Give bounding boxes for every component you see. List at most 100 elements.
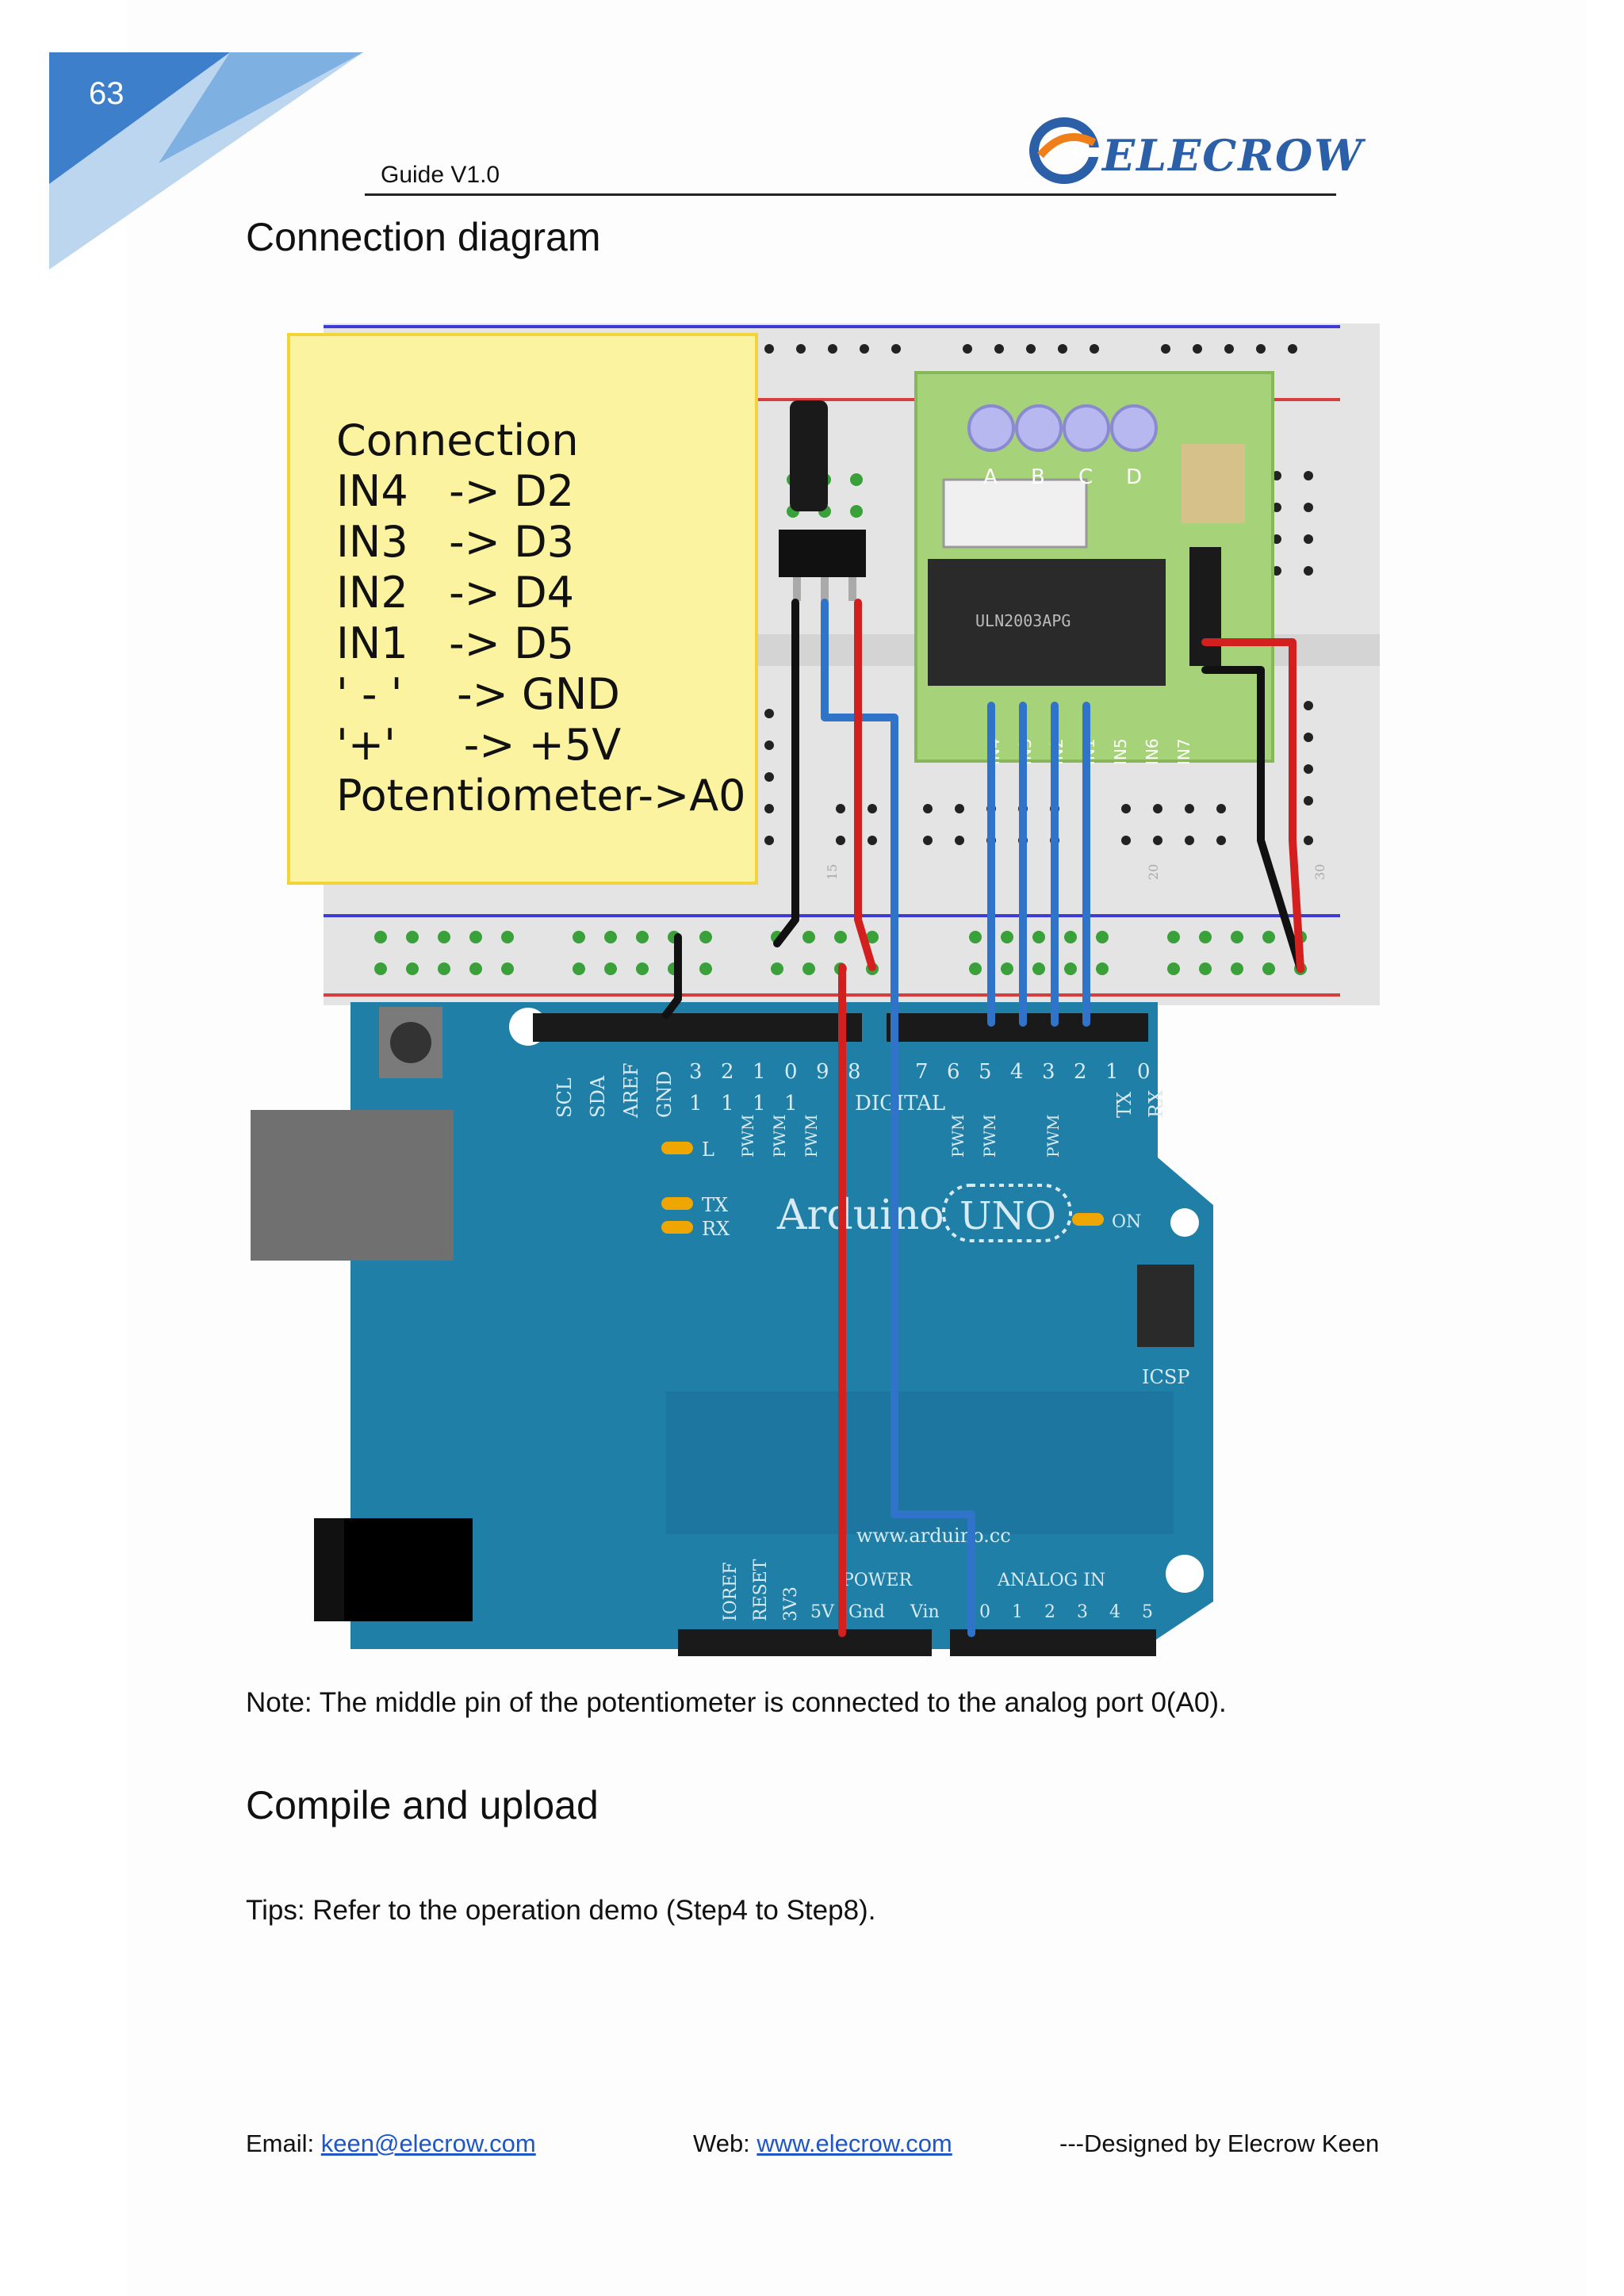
wire-black-board-gnd <box>662 933 682 1019</box>
left-header-label: SDA <box>587 1075 609 1118</box>
tx-pin-label: TX <box>1113 1092 1136 1118</box>
digital-pin-number: 8 <box>848 1060 861 1084</box>
driver-phase-label: C <box>1078 465 1093 489</box>
wire-red-5v <box>854 599 876 971</box>
pwm-label: PWM <box>738 1115 757 1158</box>
tips-text: Tips: Refer to the operation demo (Step4… <box>246 1895 876 1926</box>
digital-pin-tens: 1 <box>721 1092 734 1115</box>
breadboard-number: 20 <box>1146 864 1161 880</box>
note-line-in1: IN1 -> D5 <box>336 618 575 668</box>
note-line-in4: IN4 -> D2 <box>336 466 575 516</box>
digital-pin-number: 6 <box>947 1060 960 1084</box>
digital-pin-number: 1 <box>1105 1060 1119 1084</box>
digital-pin-number: 9 <box>816 1060 829 1084</box>
digital-label: DIGITAL <box>855 1092 945 1115</box>
digital-pin-number: 7 <box>915 1060 929 1084</box>
motor-connector <box>942 478 1088 549</box>
driver-input-label: IN6 <box>1143 738 1162 765</box>
power-header <box>678 1629 932 1656</box>
digital-pin-tens: 1 <box>753 1092 766 1115</box>
breadboard-number: 30 <box>1312 864 1327 880</box>
compile-upload-heading: Compile and upload <box>246 1783 599 1827</box>
reset-button <box>390 1022 431 1063</box>
digital-pin-number: 1 <box>753 1060 766 1084</box>
digital-header-left <box>533 1013 862 1042</box>
pwm-label: PWM <box>948 1115 967 1158</box>
driver-phase-label: A <box>983 465 998 489</box>
board-url: www.arduino.cc <box>856 1525 1011 1547</box>
digital-pin-number: 3 <box>1042 1060 1055 1084</box>
analog-title: ANALOG IN <box>997 1571 1105 1590</box>
note-line-gnd: ' - ' -> GND <box>336 669 620 719</box>
icsp-header <box>1137 1265 1194 1347</box>
power-gnd-label: Gnd <box>848 1602 885 1622</box>
wires <box>662 599 1304 1637</box>
web-link[interactable]: www.elecrow.com <box>756 2130 952 2157</box>
note-line-pot: Potentiometer->A0 <box>336 771 746 821</box>
analog-header <box>950 1629 1156 1656</box>
digital-header-right <box>887 1013 1148 1042</box>
rx-pin-label: RX <box>1145 1090 1167 1118</box>
pwm-label: PWM <box>980 1115 999 1158</box>
email-link[interactable]: keen@elecrow.com <box>320 2130 536 2157</box>
uln2003-chip <box>928 559 1166 686</box>
analog-pin-label: 1 <box>1012 1602 1023 1622</box>
note-line-title: Connection <box>336 415 579 465</box>
left-header-label: SCL <box>553 1077 576 1118</box>
icsp-label: ICSP <box>1142 1366 1189 1388</box>
left-header-label: AREF <box>620 1062 642 1119</box>
analog-pin-label: 2 <box>1044 1602 1055 1622</box>
designed-prefix: ---Designed by <box>1059 2130 1228 2157</box>
designed-name: Elecrow Keen <box>1227 2130 1380 2157</box>
wire-blue-a0 <box>821 599 975 1637</box>
digital-pin-number: 0 <box>1137 1060 1151 1084</box>
footer-email: Email: keen@elecrow.com <box>246 2130 536 2158</box>
analog-pin-label: 3 <box>1077 1602 1088 1622</box>
analog-pin-label: 0 <box>979 1602 990 1622</box>
board-model-outline <box>942 1184 1072 1242</box>
driver-input-label: IN7 <box>1174 738 1193 765</box>
usb-connector <box>251 1110 454 1261</box>
potentiometer-body <box>779 530 866 577</box>
wire-red-driver-5v <box>1201 638 1304 973</box>
digital-pin-number: 2 <box>1074 1060 1087 1084</box>
pwm-label: PWM <box>802 1115 821 1158</box>
wire-black-driver-gnd <box>1201 666 1304 973</box>
led-on-label: ON <box>1112 1212 1141 1232</box>
digital-pin-number: 2 <box>721 1060 734 1084</box>
wire-black-gnd <box>773 599 799 947</box>
page-number: 63 <box>89 76 124 111</box>
left-header-label: GND <box>653 1071 676 1118</box>
footer-designed-by: ---Designed by Elecrow Keen <box>1059 2130 1379 2158</box>
led-tx-label: TX <box>702 1194 728 1216</box>
driver-phase-label: B <box>1031 465 1045 489</box>
board-name: Arduino <box>776 1192 944 1239</box>
power-pin-label: 3V3 <box>781 1586 801 1621</box>
elecrow-logo: ELECROW <box>1029 111 1362 190</box>
board-model: UNO <box>959 1194 1056 1238</box>
digital-pin-number: 5 <box>979 1060 992 1084</box>
web-label: Web: <box>693 2130 757 2157</box>
connection-note-box: Connection IN4 -> D2 IN3 -> D3 IN2 -> D4… <box>287 333 758 885</box>
analog-pin-label: 5 <box>1142 1602 1153 1622</box>
corner-decoration <box>49 52 363 270</box>
digital-pin-number: 3 <box>689 1060 703 1084</box>
header-rule <box>365 193 1336 196</box>
note-line-in2: IN2 -> D4 <box>336 568 575 618</box>
connection-diagram-heading: Connection diagram <box>246 215 601 259</box>
digital-pin-number: 4 <box>1010 1060 1024 1084</box>
guide-label: Guide V1.0 <box>381 162 500 188</box>
pwm-label: PWM <box>770 1115 789 1158</box>
power-pin-label: IOREF <box>721 1562 741 1621</box>
driver-chip-label: ULN2003APG <box>975 611 1071 630</box>
driver-input-label: IN5 <box>1111 738 1130 765</box>
digital-pin-tens: 1 <box>689 1092 703 1115</box>
note-line-in3: IN3 -> D3 <box>336 517 575 567</box>
power-5v-label: 5V <box>810 1602 835 1622</box>
power-title: POWER <box>842 1571 914 1590</box>
power-vin-label: Vin <box>910 1602 940 1622</box>
pwm-label: PWM <box>1044 1115 1063 1158</box>
elecrow-logo-text: ELECROW <box>1102 130 1364 181</box>
footer-web: Web: www.elecrow.com <box>693 2130 952 2158</box>
